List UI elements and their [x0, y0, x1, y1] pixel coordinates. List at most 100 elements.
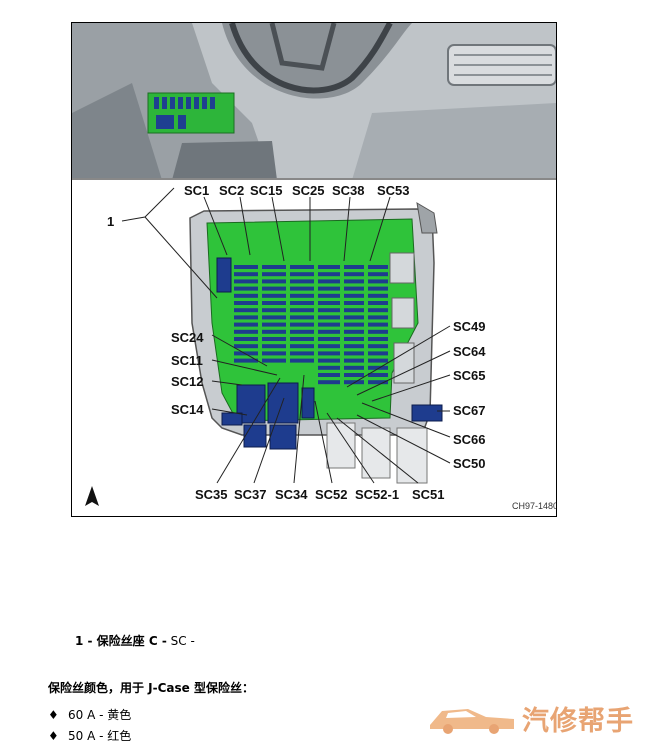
blade-fuse: [368, 351, 388, 356]
blade-fuse: [234, 265, 258, 269]
blade-fuse: [344, 286, 364, 291]
label-sc25: SC25: [292, 183, 325, 198]
label-sc66: SC66: [453, 432, 486, 447]
blade-fuse: [344, 344, 364, 349]
blade-fuse: [344, 358, 364, 363]
blade-fuse: [234, 272, 258, 277]
watermark-logo: 汽修帮手: [428, 697, 660, 737]
blade-fuse: [344, 351, 364, 356]
blade-fuse: [344, 279, 364, 284]
blade-fuse: [262, 315, 286, 320]
blade-fuse: [368, 293, 388, 298]
blade-fuse: [290, 265, 314, 269]
label-sc49: SC49: [453, 319, 486, 334]
label-sc64: SC64: [453, 344, 486, 359]
blade-fuse: [262, 293, 286, 298]
blade-fuse: [318, 365, 340, 370]
blade-fuse: [318, 315, 340, 320]
label-sc15: SC15: [250, 183, 283, 198]
blade-fuse: [344, 365, 364, 370]
blade-fuse: [262, 351, 286, 356]
blade-fuse: [318, 293, 340, 298]
blade-fuse: [368, 358, 388, 363]
blade-fuse: [318, 272, 340, 277]
label-sc34: SC34: [275, 487, 308, 502]
callout-lines: [121, 187, 451, 484]
blade-fuse: [290, 329, 314, 334]
list-item: ♦ 60 A - 黄色: [48, 706, 131, 723]
blade-fuse: [344, 293, 364, 298]
blade-fuse: [290, 322, 314, 327]
label-sc38: SC38: [332, 183, 365, 198]
blade-fuse: [344, 265, 364, 269]
label-sc35: SC35: [195, 487, 228, 502]
blade-fuse: [318, 337, 340, 341]
fuse-color-text: 60 A - 黄色: [68, 708, 132, 722]
blade-fuse: [290, 301, 314, 305]
fuse-box-housing: [189, 202, 443, 484]
legend-item-suffix: SC -: [170, 634, 195, 648]
blade-fuse: [262, 308, 286, 313]
label-sc14: SC14: [171, 402, 204, 417]
blade-fuse: [290, 272, 314, 277]
blade-fuse: [290, 337, 314, 341]
bullet-icon: ♦: [48, 729, 59, 743]
blade-fuse: [262, 337, 286, 341]
blade-fuse: [318, 373, 340, 377]
blade-fuse: [262, 329, 286, 334]
blade-fuse: [290, 308, 314, 313]
fuse-grid: [234, 265, 388, 385]
blade-fuse: [234, 286, 258, 291]
blade-fuse: [368, 279, 388, 284]
blade-fuse: [234, 351, 258, 356]
blade-fuse: [318, 380, 340, 385]
blade-fuse: [368, 308, 388, 313]
blade-fuse: [318, 322, 340, 327]
blade-fuse: [344, 315, 364, 320]
label-sc67: SC67: [453, 403, 486, 418]
blade-fuse: [234, 358, 258, 363]
blade-fuse: [368, 301, 388, 305]
blade-fuse: [344, 329, 364, 334]
label-sc24: SC24: [171, 330, 204, 345]
blade-fuse: [262, 344, 286, 349]
image-code: CH97-1480: [512, 501, 556, 511]
blade-fuse: [318, 265, 340, 269]
blade-fuse: [368, 286, 388, 291]
blade-fuse: [344, 322, 364, 327]
blade-fuse: [318, 358, 340, 363]
blade-fuse: [368, 265, 388, 269]
blade-fuse: [368, 322, 388, 327]
blade-fuse: [234, 279, 258, 284]
car-logo-icon: [430, 709, 514, 734]
blade-fuse: [234, 337, 258, 341]
blade-fuse: [318, 301, 340, 305]
blade-fuse: [318, 308, 340, 313]
blade-fuse: [368, 315, 388, 320]
legend-item-label: 1 - 保险丝座 C -: [75, 634, 167, 648]
label-sc53: SC53: [377, 183, 410, 198]
blade-fuse: [368, 365, 388, 370]
blade-fuse: [344, 301, 364, 305]
fuse-labels: 1 SC1 SC2 SC15 SC25 SC38 SC53 SC24 SC11 …: [107, 183, 486, 502]
label-sc50: SC50: [453, 456, 486, 471]
blade-fuse: [290, 293, 314, 298]
blade-fuse: [234, 308, 258, 313]
label-sc51: SC51: [412, 487, 445, 502]
blade-fuse: [234, 301, 258, 305]
blade-fuse: [262, 286, 286, 291]
blade-fuse: [344, 308, 364, 313]
bullet-icon: ♦: [48, 708, 59, 722]
blade-fuse: [234, 322, 258, 327]
blade-fuse: [368, 373, 388, 377]
blade-fuse: [290, 279, 314, 284]
label-sc12: SC12: [171, 374, 204, 389]
label-sc65: SC65: [453, 368, 486, 383]
blade-fuse: [290, 344, 314, 349]
blade-fuse: [318, 286, 340, 291]
blade-fuse: [318, 351, 340, 356]
legend-item: 1 - 保险丝座 C - SC -: [75, 632, 195, 649]
blade-fuse: [344, 373, 364, 377]
blade-fuse: [262, 358, 286, 363]
callout-number: 1: [107, 214, 114, 229]
